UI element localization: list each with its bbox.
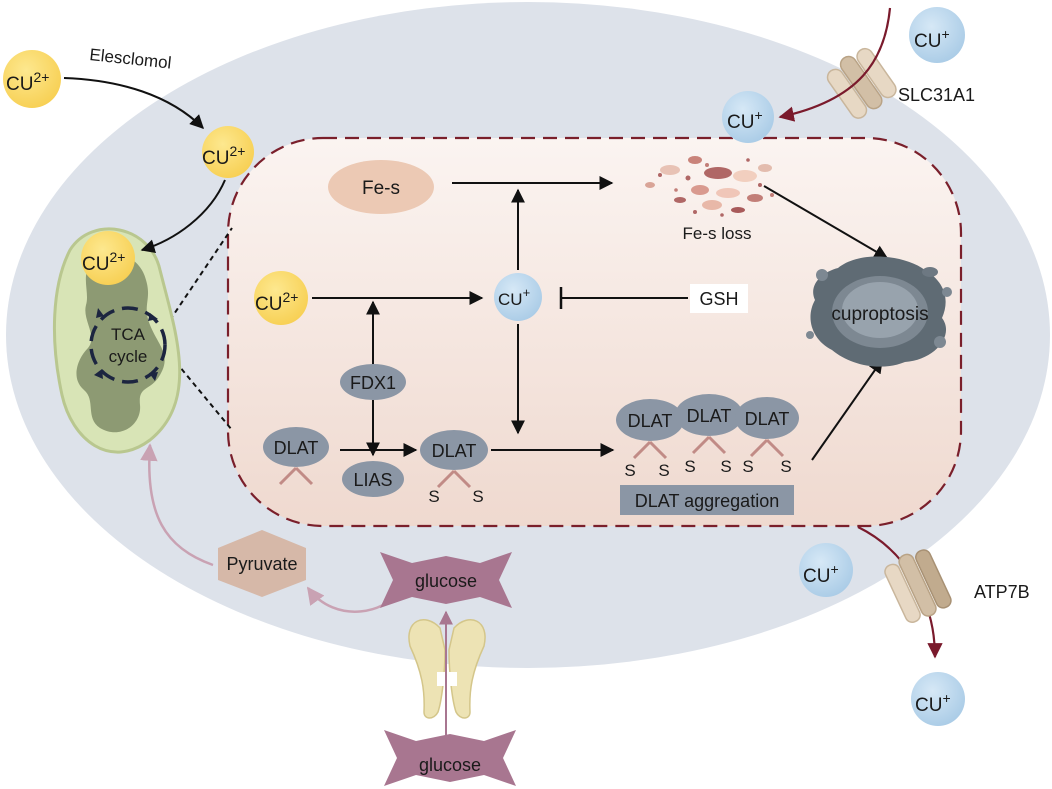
fes-label: Fe-s	[362, 178, 400, 199]
charge-text: +	[523, 285, 531, 300]
fdx1-label: FDX1	[350, 373, 396, 393]
glucose-transporter-icon	[408, 619, 486, 719]
tca-label-line1: TCA	[111, 325, 146, 344]
elesclomol-label: Elesclomol	[89, 45, 173, 72]
cu1-ion-extracellular-top: CU+	[909, 7, 965, 63]
cu-text: CU	[255, 294, 282, 315]
pyruvate-label: Pyruvate	[226, 554, 297, 574]
tca-label-line2: cycle	[109, 347, 148, 366]
svg-text:CU2+: CU2+	[82, 249, 125, 275]
cu1-ion-extracellular-bottom: CU+	[911, 672, 965, 726]
fragment-cluster-icon	[645, 156, 774, 217]
cu-text: CU	[202, 148, 229, 169]
svg-text:CU+: CU+	[915, 690, 951, 716]
sulfur-label: S	[658, 461, 669, 480]
sulfur-label: S	[720, 457, 731, 476]
svg-text:CU+: CU+	[727, 107, 763, 133]
charge-text: 2+	[282, 289, 298, 305]
cu1-ion-matrix: CU+	[494, 273, 542, 321]
lias-label: LIAS	[353, 470, 392, 490]
dlat-protein-unlipoylated	[263, 427, 329, 486]
charge-text: +	[830, 561, 838, 577]
svg-text:CU+: CU+	[914, 26, 950, 52]
dlat-label-left: DLAT	[274, 438, 319, 458]
glucose-icon-cytosol	[380, 552, 512, 608]
cu-text: CU	[727, 112, 754, 133]
slc31a1-label: SLC31A1	[898, 85, 975, 105]
cu-text: CU	[82, 254, 109, 275]
svg-text:CU+: CU+	[803, 561, 839, 587]
fes-loss-to-cuproptosis-arrow	[763, 185, 889, 259]
dlat-protein-lipoylated	[420, 430, 488, 489]
mitochondrion-icon	[52, 227, 182, 454]
cu2-ion-cytosol: CU2+	[202, 126, 254, 178]
zoom-line-bottom	[169, 354, 233, 431]
svg-text:CU2+: CU2+	[202, 143, 245, 169]
cu-text: CU	[498, 290, 523, 309]
charge-text: +	[941, 26, 949, 42]
cu2-ion-outside: CU2+	[3, 50, 61, 108]
slc31a1-transporter-icon	[826, 47, 897, 119]
sulfur-label: S	[684, 457, 695, 476]
charge-text: +	[942, 690, 950, 706]
cu1-ion-cytosol-bottom: CU+	[799, 543, 853, 597]
pyruvate-to-mito-arrow	[140, 443, 214, 567]
sulfur-label: S	[742, 457, 753, 476]
dying-cell-icon	[806, 256, 952, 367]
sulfur-label: S	[472, 487, 483, 506]
sulfur-label: S	[780, 457, 791, 476]
atp7b-label: ATP7B	[974, 582, 1030, 602]
cu-text: CU	[6, 74, 33, 95]
glucose-label-cytosol: glucose	[415, 571, 477, 591]
dlat-oligomer	[616, 394, 799, 460]
dlat-label-agg1: DLAT	[628, 411, 673, 431]
cu-text: CU	[803, 566, 830, 587]
slc31a1-import-arrow	[778, 7, 892, 122]
pyruvate-hexagon	[218, 530, 306, 597]
gsh-box	[690, 284, 748, 313]
lias-protein	[342, 461, 404, 497]
fdx1-protein	[340, 364, 406, 400]
svg-text:CU+: CU+	[498, 285, 530, 309]
atp7b-transporter-icon	[884, 549, 952, 624]
sulfur-label: S	[624, 461, 635, 480]
fes-loss-label: Fe-s loss	[683, 224, 752, 243]
dlat-aggregation-box	[620, 485, 794, 515]
cu-text: CU	[915, 695, 942, 716]
cu2-ion-mitochondrion: CU2+	[81, 231, 135, 285]
dlat-aggregation-label: DLAT aggregation	[635, 491, 779, 511]
cuproptosis-label: cuproptosis	[831, 304, 928, 325]
sulfur-label: S	[428, 487, 439, 506]
glucose-icon-extracellular	[384, 730, 516, 786]
cu2-to-mito-arrow	[140, 179, 226, 254]
glucose-label-extracellular: glucose	[419, 755, 481, 775]
svg-text:CU2+: CU2+	[255, 289, 298, 315]
gsh-label: GSH	[699, 289, 738, 309]
dlat-label-middle: DLAT	[432, 441, 477, 461]
tca-cycle-icon	[89, 306, 167, 384]
elesclomol-arrow	[63, 77, 204, 129]
zoom-line-top	[169, 227, 233, 321]
svg-text:CU2+: CU2+	[6, 69, 49, 95]
cu2-ion-matrix: CU2+	[254, 271, 308, 325]
dlat-label-agg2: DLAT	[687, 406, 732, 426]
fes-cluster	[328, 160, 434, 214]
cu1-ion-cytosol-top: CU+	[722, 91, 774, 143]
charge-text: +	[754, 107, 762, 123]
charge-text: 2+	[229, 143, 245, 159]
aggregation-to-cuproptosis-arrow	[811, 358, 883, 461]
dlat-label-agg3: DLAT	[745, 409, 790, 429]
cu-text: CU	[914, 31, 941, 52]
charge-text: 2+	[33, 69, 49, 85]
charge-text: 2+	[109, 249, 125, 265]
